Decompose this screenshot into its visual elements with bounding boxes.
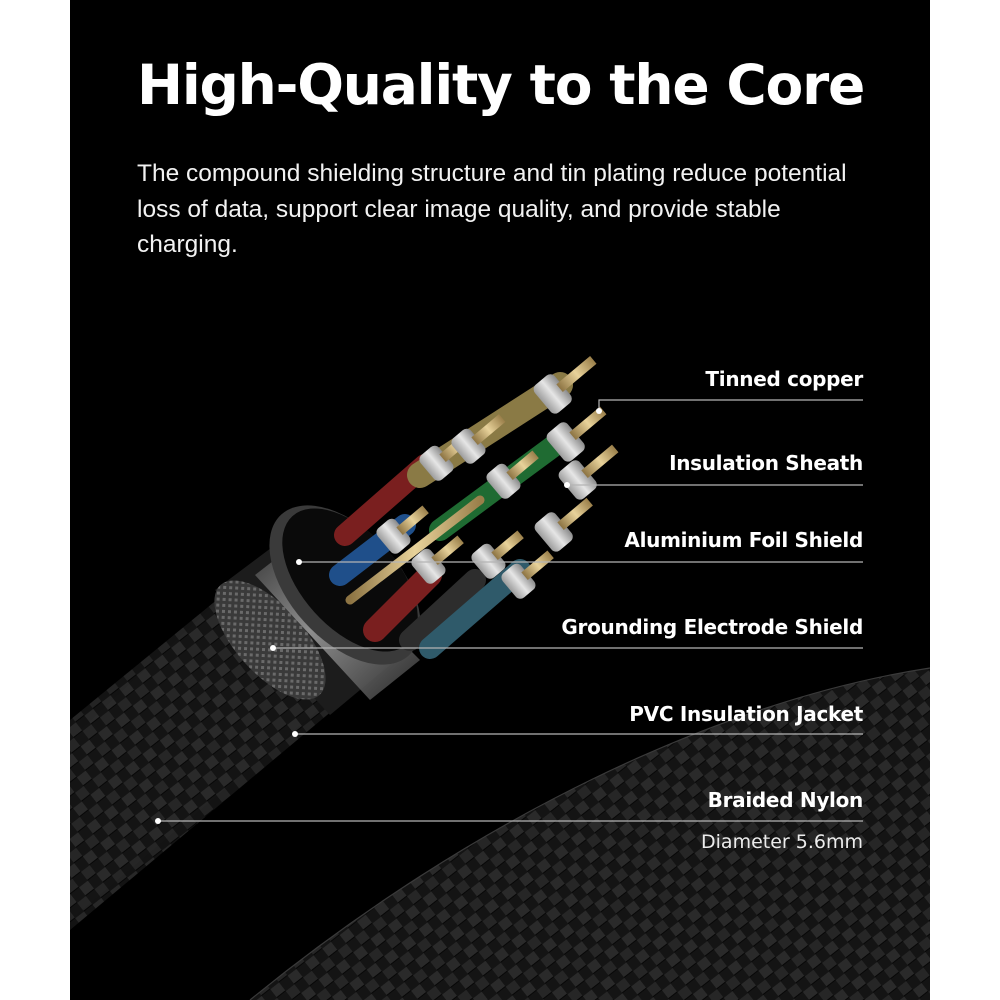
callout-diameter: Diameter 5.6mm: [701, 831, 863, 853]
callout-tinned-copper: Tinned copper: [705, 367, 863, 391]
callout-braided-nylon: Braided Nylon: [707, 788, 864, 812]
callout-pvc-insulation-jacket: PVC Insulation Jacket: [629, 702, 863, 726]
page-title: High-Quality to the Core: [137, 53, 865, 117]
callout-leader-lines: [158, 399, 863, 822]
callout-dots: [155, 408, 602, 824]
callout-grounding-electrode-shield: Grounding Electrode Shield: [561, 615, 863, 639]
inner-wires: [329, 356, 619, 659]
conductor-tips: [376, 356, 619, 599]
cable-cross-section-illustration: [70, 356, 930, 1000]
callout-aluminium-foil-shield: Aluminium Foil Shield: [624, 528, 863, 552]
callout-insulation-sheath: Insulation Sheath: [669, 451, 863, 475]
page-description: The compound shielding structure and tin…: [137, 160, 847, 258]
lower-cable-loop: [249, 667, 930, 1000]
product-feature-panel: High-Quality to the Core The compound sh…: [70, 0, 930, 1000]
